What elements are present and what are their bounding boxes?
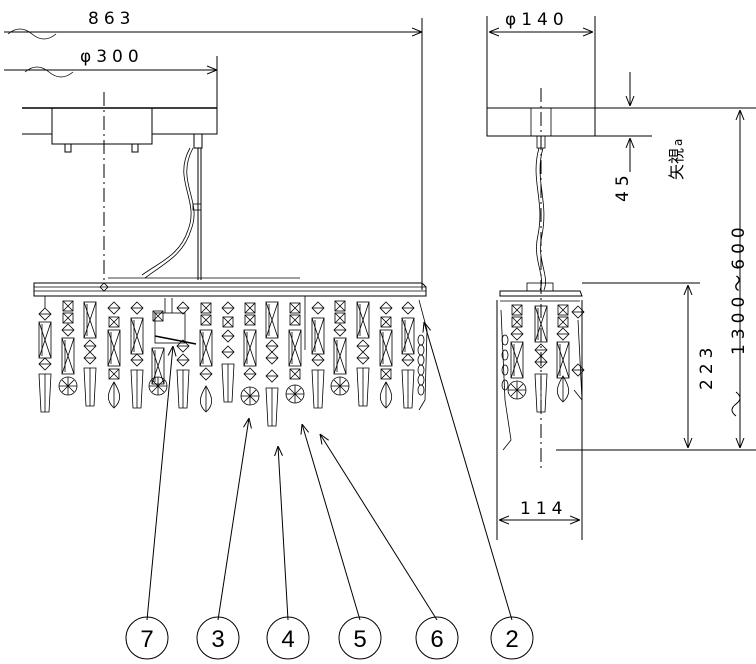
dim-side-canopy-diameter: φ140 (486, 10, 596, 108)
side-crystals (500, 304, 585, 451)
leader-lines (146, 322, 513, 621)
callout-label-2: 2 (505, 626, 518, 653)
callout-6: 6 (415, 616, 459, 660)
callout-label-5: 5 (353, 626, 366, 653)
suspension-cable (141, 147, 202, 280)
callout-label-3: 3 (211, 626, 224, 653)
callout-3: 3 (196, 616, 240, 660)
dim-label-863: 863 (88, 9, 135, 29)
callout-4: 4 (266, 616, 310, 660)
callout-label-4: 4 (281, 626, 294, 653)
side-view: φ140 (486, 10, 756, 540)
callout-2: 2 (490, 616, 534, 660)
dim-label-114: 114 (520, 499, 567, 519)
dim-label-phi300: φ300 (80, 47, 144, 67)
callout-5: 5 (338, 616, 382, 660)
callout-label-6: 6 (430, 626, 443, 653)
view-label: 矢視 a (667, 139, 686, 180)
chandelier-frame (33, 277, 427, 350)
dim-canopy-height: 45 (595, 72, 652, 202)
view-label-sub: a (671, 139, 685, 146)
dim-body-depth: 114 (496, 300, 583, 540)
dim-label-45: 45 (613, 170, 633, 202)
dim-label-223: 223 (697, 343, 717, 390)
dim-label-phi140: φ140 (505, 10, 569, 30)
dim-drop-range: 1300～600 (595, 107, 756, 448)
front-view: 863 φ300 (4, 9, 534, 660)
dim-canopy-diameter: φ300 (4, 47, 218, 108)
ceiling-canopy (22, 107, 218, 153)
dim-overall-width: 863 (4, 9, 423, 290)
callout-label-7: 7 (140, 626, 153, 653)
crystal-strands (38, 296, 428, 427)
view-label-text: 矢視 (667, 148, 686, 180)
dim-body-height: 223 (556, 282, 756, 451)
dim-label-1300-600: 1300～600 (729, 222, 749, 355)
callout-7: 7 (125, 616, 169, 660)
